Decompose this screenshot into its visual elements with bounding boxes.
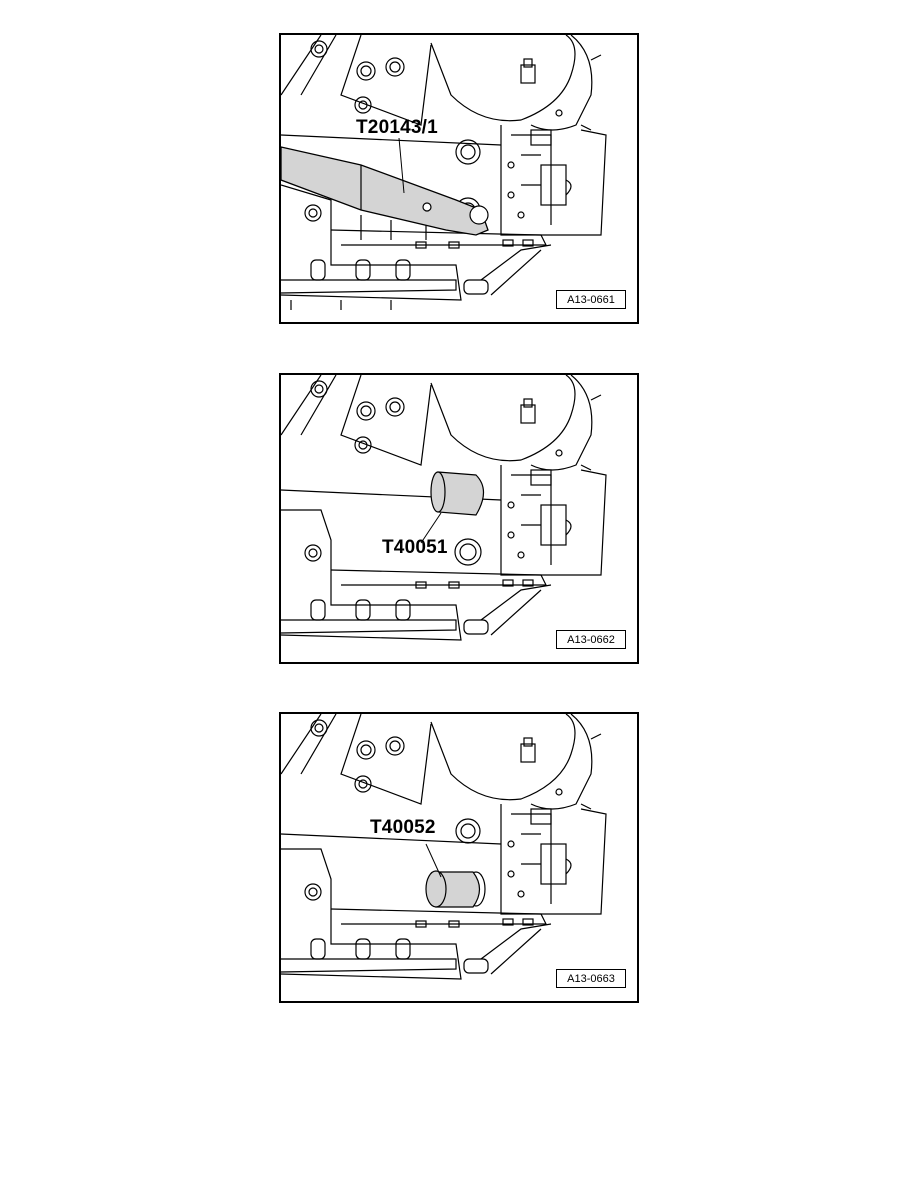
figure-3: T40052 A13-0663 (279, 712, 639, 1003)
figure-id-label: A13-0662 (556, 630, 626, 649)
transmission-illustration (281, 375, 607, 641)
figure-id-label: A13-0661 (556, 290, 626, 309)
transmission-illustration (281, 714, 607, 980)
figure-1: T20143/1 A13-0661 (279, 33, 639, 324)
tool-callout-label: T40052 (370, 817, 436, 838)
figure-2: T40051 A13-0662 (279, 373, 639, 664)
tool-callout-label: T40051 (382, 537, 448, 558)
tool-callout-label: T20143/1 (356, 117, 438, 138)
figure-id-label: A13-0663 (556, 969, 626, 988)
transmission-illustration (281, 35, 607, 310)
